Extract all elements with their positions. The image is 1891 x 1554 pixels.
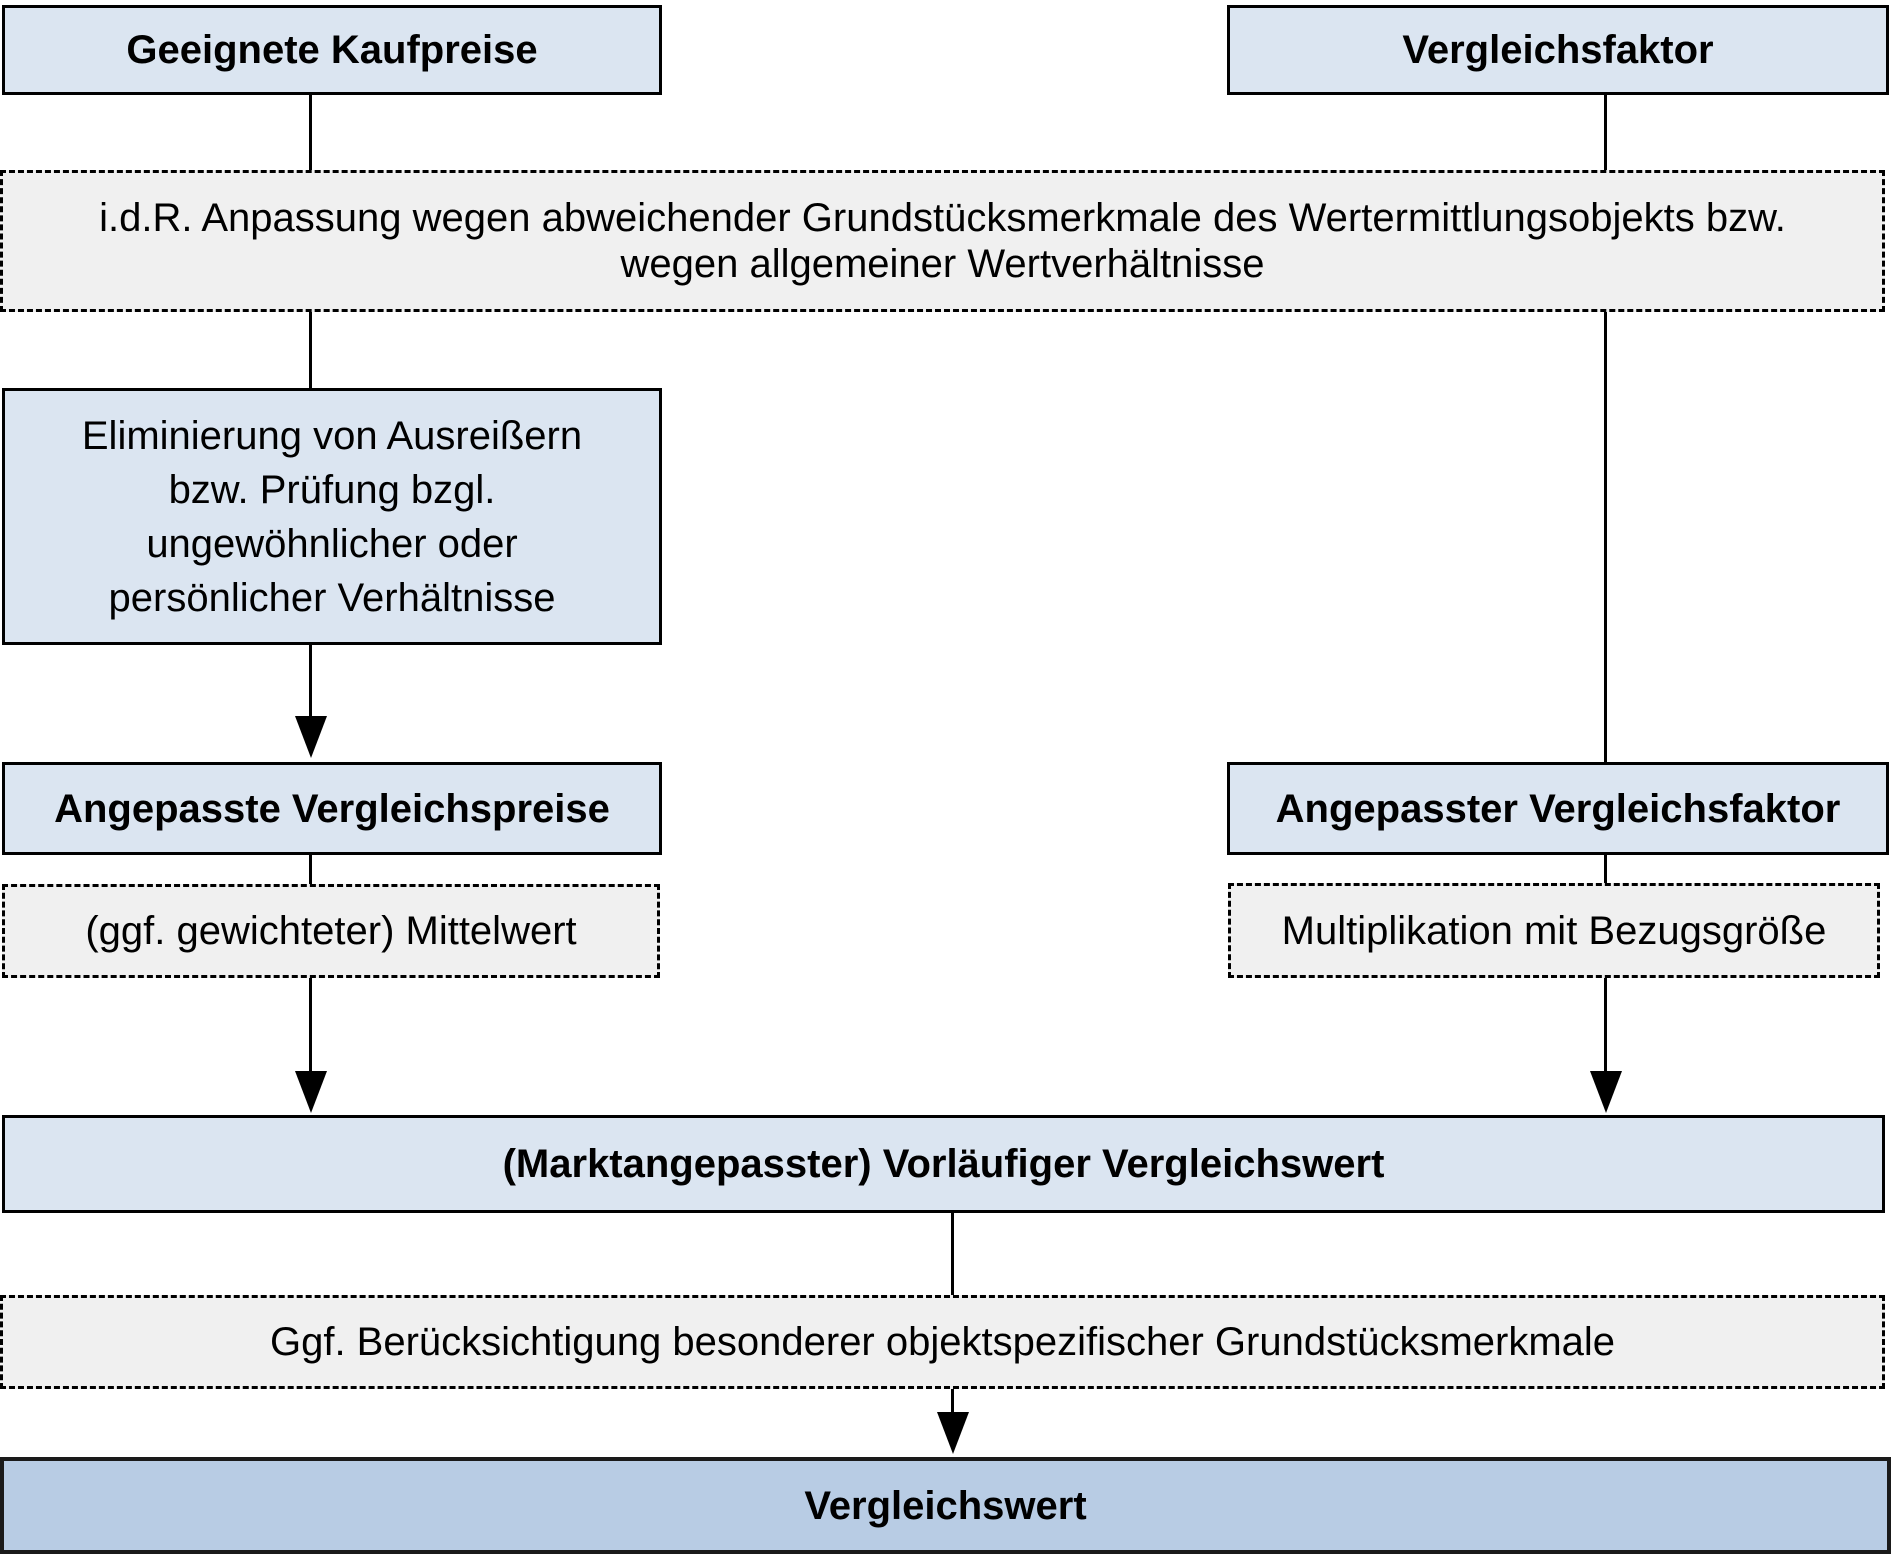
connector-anpassung-to-angepasster-faktor: [1604, 312, 1607, 762]
box-mittelwert-label: (ggf. gewichteter) Mittelwert: [85, 909, 577, 953]
connector-multiplikation-to-vorlaeufiger-stem: [1604, 978, 1607, 1073]
connector-anpassung-to-eliminierung: [309, 312, 312, 388]
arrowhead-eliminierung-to-vergleichspreise: [295, 716, 327, 758]
arrowhead-multiplikation-to-vorlaeufiger: [1590, 1071, 1622, 1113]
box-angepasste-vergleichspreise-label: Angepasste Vergleichspreise: [54, 786, 610, 831]
box-angepasster-vergleichsfaktor: Angepasster Vergleichsfaktor: [1227, 762, 1889, 855]
box-geeignete-kaufpreise: Geeignete Kaufpreise: [2, 5, 662, 95]
box-multiplikation: Multiplikation mit Bezugsgröße: [1228, 883, 1880, 978]
box-vergleichsfaktor-label: Vergleichsfaktor: [1402, 28, 1714, 72]
box-geeignete-kaufpreise-label: Geeignete Kaufpreise: [126, 28, 538, 72]
connector-mittelwert-to-vorlaeufiger-stem: [309, 978, 312, 1073]
box-vergleichswert-label: Vergleichswert: [804, 1483, 1087, 1528]
connector-eliminierung-to-vergleichspreise-stem: [309, 645, 312, 718]
box-eliminierung-line3: ungewöhnlicher oder: [146, 521, 518, 566]
box-mittelwert: (ggf. gewichteter) Mittelwert: [2, 884, 660, 978]
box-vergleichswert: Vergleichswert: [0, 1457, 1891, 1554]
box-eliminierung-line2: bzw. Prüfung bzgl.: [168, 467, 496, 512]
connector-angepasster-faktor-to-multiplikation: [1604, 855, 1607, 883]
connector-vorlaeufiger-to-beruecksichtigung: [951, 1213, 954, 1295]
box-multiplikation-label: Multiplikation mit Bezugsgröße: [1281, 908, 1827, 953]
box-vergleichsfaktor: Vergleichsfaktor: [1227, 5, 1889, 95]
box-beruecksichtigung-label: Ggf. Berücksichtigung besonderer objekts…: [269, 1320, 1616, 1364]
box-vorlaeufiger-vergleichswert: (Marktangepasster) Vorläufiger Vergleich…: [2, 1115, 1885, 1213]
box-angepasster-vergleichsfaktor-label: Angepasster Vergleichsfaktor: [1275, 786, 1841, 831]
box-beruecksichtigung: Ggf. Berücksichtigung besonderer objekts…: [0, 1295, 1885, 1389]
box-eliminierung-line4: persönlicher Verhältnisse: [108, 575, 556, 620]
connector-beruecksichtigung-to-vergleichswert-stem: [951, 1389, 954, 1414]
connector-vergleichsfaktor-to-anpassung: [1604, 95, 1607, 170]
box-eliminierung-line1: Eliminierung von Ausreißern: [81, 413, 583, 458]
box-angepasste-vergleichspreise: Angepasste Vergleichspreise: [2, 762, 662, 855]
box-eliminierung: Eliminierung von Ausreißern bzw. Prüfung…: [2, 388, 662, 645]
arrowhead-beruecksichtigung-to-vergleichswert: [937, 1412, 969, 1454]
box-anpassung: i.d.R. Anpassung wegen abweichender Grun…: [0, 170, 1885, 312]
arrowhead-mittelwert-to-vorlaeufiger: [295, 1071, 327, 1113]
connector-kaufpreise-to-anpassung: [309, 95, 312, 170]
connector-vergleichspreise-to-mittelwert: [309, 855, 312, 884]
box-anpassung-line2: wegen allgemeiner Wertverhältnisse: [620, 242, 1265, 286]
box-vorlaeufiger-vergleichswert-label: (Marktangepasster) Vorläufiger Vergleich…: [502, 1142, 1385, 1186]
box-anpassung-line1: i.d.R. Anpassung wegen abweichender Grun…: [99, 196, 1786, 240]
